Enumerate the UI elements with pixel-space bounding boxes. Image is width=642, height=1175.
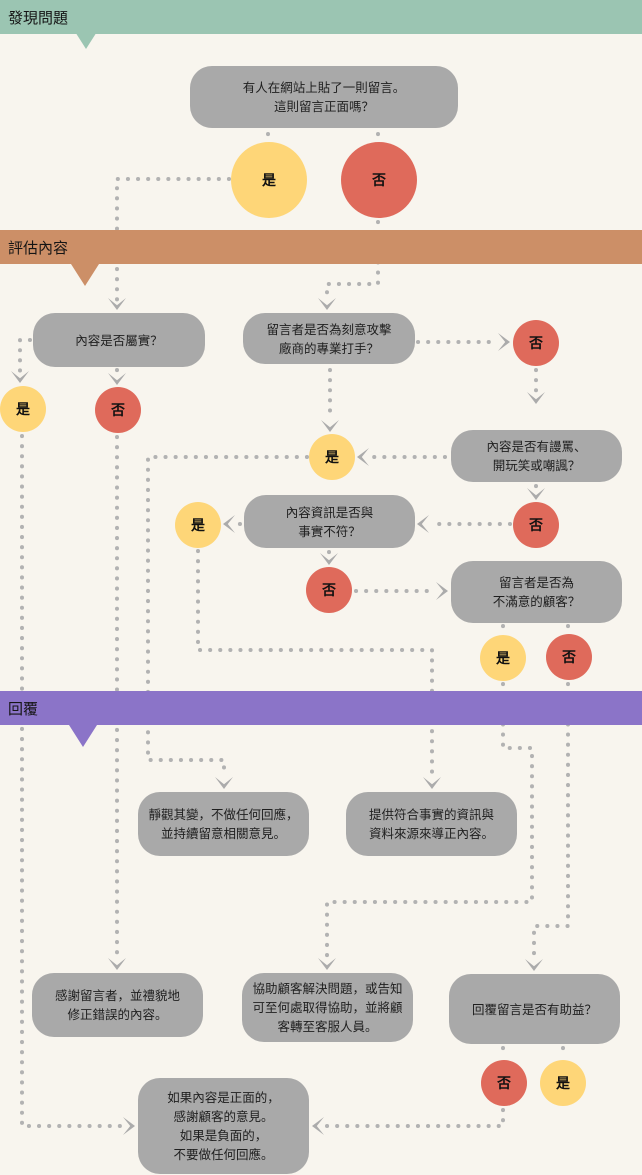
arrowhead-icon (527, 392, 545, 404)
section-evaluate: 評估內容 (0, 230, 642, 264)
arrowhead-icon (436, 582, 448, 600)
question-false-info: 內容資訊是否與 事實不符？ (244, 495, 415, 548)
section-pointer-icon (69, 725, 97, 747)
connector-line (20, 434, 124, 1128)
no-circle: 否 (341, 142, 417, 218)
yes-circle: 是 (175, 502, 221, 548)
connector-line (325, 682, 534, 960)
section-discover: 發現問題 (0, 0, 642, 34)
action-help-customer: 協助顧客解決問題，或告知 可至何處取得協助，並將顧 客轉至客服人員。 (242, 973, 413, 1042)
arrowhead-icon (318, 298, 336, 310)
arrowhead-icon (108, 958, 126, 970)
connector-line (324, 1108, 505, 1128)
arrowhead-icon (215, 777, 233, 789)
question-positive: 有人在網站上貼了一則留言。 這則留言正面嗎？ (190, 66, 458, 128)
arrowhead-icon (498, 333, 510, 351)
no-circle: 否 (513, 502, 559, 548)
yes-circle: 是 (231, 142, 307, 218)
arrowhead-icon (11, 371, 29, 383)
section-title: 發現問題 (8, 8, 69, 27)
arrowhead-icon (417, 515, 429, 533)
arrowhead-icon (423, 777, 441, 789)
no-circle: 否 (481, 1060, 527, 1106)
yes-circle: 是 (540, 1060, 586, 1106)
no-circle: 否 (306, 567, 352, 613)
yes-circle: 是 (480, 635, 526, 681)
question-unhappy-customer: 留言者是否為 不滿意的顧客？ (451, 561, 622, 623)
question-reply-helpful: 回覆留言是否有助益？ (449, 974, 620, 1044)
arrowhead-icon (321, 420, 339, 432)
arrowhead-icon (527, 488, 545, 500)
arrowhead-icon (320, 553, 338, 565)
question-content-true: 內容是否屬實？ (33, 313, 205, 367)
section-pointer-icon (72, 27, 100, 49)
no-circle: 否 (546, 634, 592, 680)
yes-circle: 是 (0, 386, 46, 432)
arrowhead-icon (357, 448, 369, 466)
arrowhead-icon (312, 1117, 324, 1135)
no-circle: 否 (513, 320, 559, 366)
arrowhead-icon (108, 373, 126, 385)
section-reply: 回覆 (0, 691, 642, 725)
arrowhead-icon (318, 958, 336, 970)
arrowhead-icon (108, 298, 126, 310)
action-thank-and-fix: 感謝留言者，並禮貌地 修正錯誤的內容。 (32, 973, 203, 1037)
no-circle: 否 (95, 387, 141, 433)
yes-circle: 是 (309, 434, 355, 480)
arrowhead-icon (223, 515, 235, 533)
question-attacker: 留言者是否為刻意攻擊 廠商的專業打手？ (243, 313, 415, 364)
action-correct-info: 提供符合事實的資訊與 資料來源來導正內容。 (346, 792, 517, 856)
connector-line (18, 338, 32, 374)
arrowhead-icon (123, 1117, 135, 1135)
section-title: 評估內容 (8, 238, 69, 257)
action-final-response: 如果內容是正面的， 感謝顧客的意見。 如果是負面的， 不要做任何回應。 (138, 1078, 309, 1174)
connector-line (532, 682, 570, 960)
question-insult: 內容是否有謾罵、 開玩笑或嘲諷？ (451, 430, 622, 482)
section-title: 回覆 (8, 699, 39, 718)
section-pointer-icon (71, 264, 99, 286)
arrowhead-icon (525, 959, 543, 971)
action-watch: 靜觀其變，不做任何回應， 並持續留意相關意見。 (138, 792, 309, 856)
